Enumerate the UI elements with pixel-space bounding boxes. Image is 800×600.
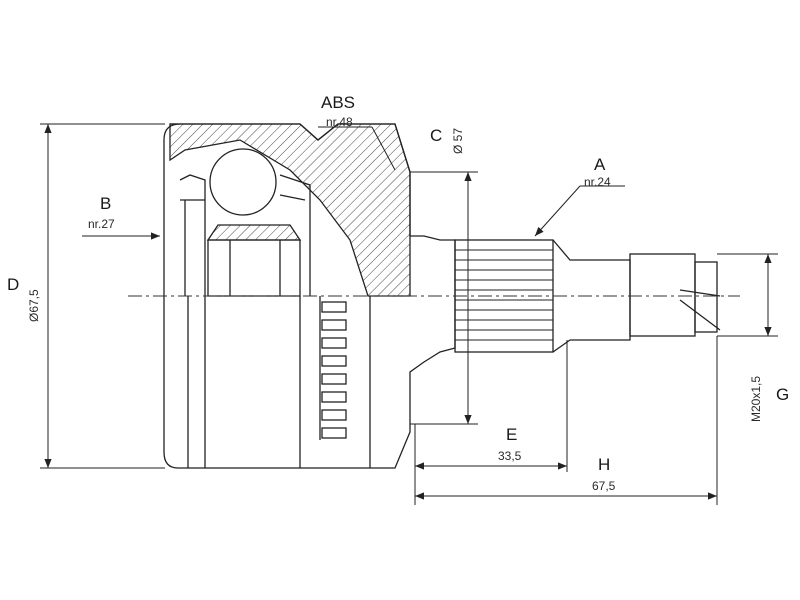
- leader-a-pointer: [534, 185, 581, 237]
- label-b-nr: nr.27: [88, 217, 115, 231]
- label-b: B: [100, 194, 112, 213]
- label-h-dim: 67,5: [592, 479, 616, 493]
- label-d: D: [7, 275, 20, 294]
- spline-lines: [455, 249, 553, 341]
- ball: [209, 148, 277, 216]
- cage-left: [179, 174, 206, 296]
- cage-right: [279, 174, 311, 296]
- housing-section-hatch: [169, 123, 411, 297]
- label-abs: ABS: [321, 93, 356, 112]
- abs-ring-teeth: [321, 301, 347, 439]
- label-e-dim: 33,5: [498, 449, 522, 463]
- inner-race: [207, 239, 301, 297]
- label-g: G: [776, 385, 790, 404]
- label-abs-nr: nr.48: [326, 115, 353, 129]
- leader-abs-pointer: [371, 126, 396, 171]
- label-d-dim: Ø67,5: [27, 289, 41, 322]
- label-c: C: [430, 126, 443, 145]
- label-g-dim: M20x1,5: [749, 375, 763, 422]
- thread-section: [629, 253, 696, 337]
- label-h: H: [598, 455, 611, 474]
- bore: [229, 240, 281, 296]
- label-c-dim: Ø 57: [451, 127, 465, 154]
- inner-race-hatch: [206, 224, 302, 241]
- label-e: E: [506, 425, 518, 444]
- thread-tip: [694, 261, 718, 333]
- label-a: A: [594, 155, 606, 174]
- housing-lower: [187, 296, 371, 468]
- cotter-slot: [679, 289, 721, 331]
- label-a-nr: nr.24: [584, 175, 611, 189]
- housing-outline: [163, 123, 456, 469]
